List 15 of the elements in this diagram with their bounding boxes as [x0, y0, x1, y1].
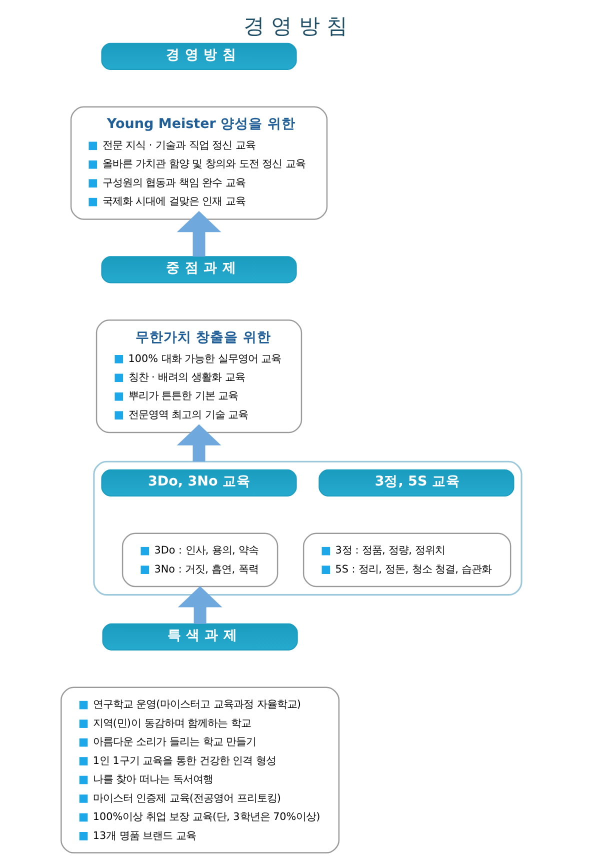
- node-box: 3Do, 3No 교육: [100, 469, 296, 496]
- node-box: 특 색 과 제: [102, 623, 298, 650]
- node-box: 중 점 과 제: [100, 256, 296, 284]
- node-box: 3Do : 인사, 용의, 약속 3No : 거짓, 흡연, 폭력: [121, 532, 278, 588]
- node-box: Young Meister 양성을 위한 전문 지식 · 기술과 직업 정신 교육 올바른 가치관 함양 및 창의와 도전 정신 교육 구성원의 협동과 책임 완수 교육 국제화 시대에 걸맞은 인재 교육: [70, 106, 328, 220]
- node-box: 3정, 5S 교육: [318, 469, 514, 496]
- diagram-title: 경 영 방 침: [243, 14, 347, 38]
- arrow: [177, 586, 222, 624]
- node-box: 연구학교 운영(마이스터고 교육과정 자율학교) 지역(민)이 동감하며 함께하는 학교 아름다운 소리가 들리는 학교 만들기 1인 1구기 교육을 통한 건강한 인격 형성 나를 찾아 떠나는 독서여행 마이스터 인증제 교육(전공영어 프리토킹) 100%이상 취업 보장 교육(단, 3학년은 70%이상) 13개 명품 브랜드 교육: [60, 686, 340, 854]
- node-box: 3정 : 정품, 정량, 정위치 5S : 정리, 정돈, 청소 청결, 습관화: [302, 532, 511, 588]
- arrow: [176, 211, 221, 257]
- node-box: 무한가치 창출을 위한 100% 대화 가능한 실무영어 교육 칭찬 · 배려의 생활화 교육 뿌리가 튼튼한 기본 교육 전문영역 최고의 기술 교육: [95, 320, 302, 434]
- node-box: 경 영 방 침: [100, 42, 296, 70]
- cluster: [92, 460, 522, 596]
- arrow: [176, 424, 221, 462]
